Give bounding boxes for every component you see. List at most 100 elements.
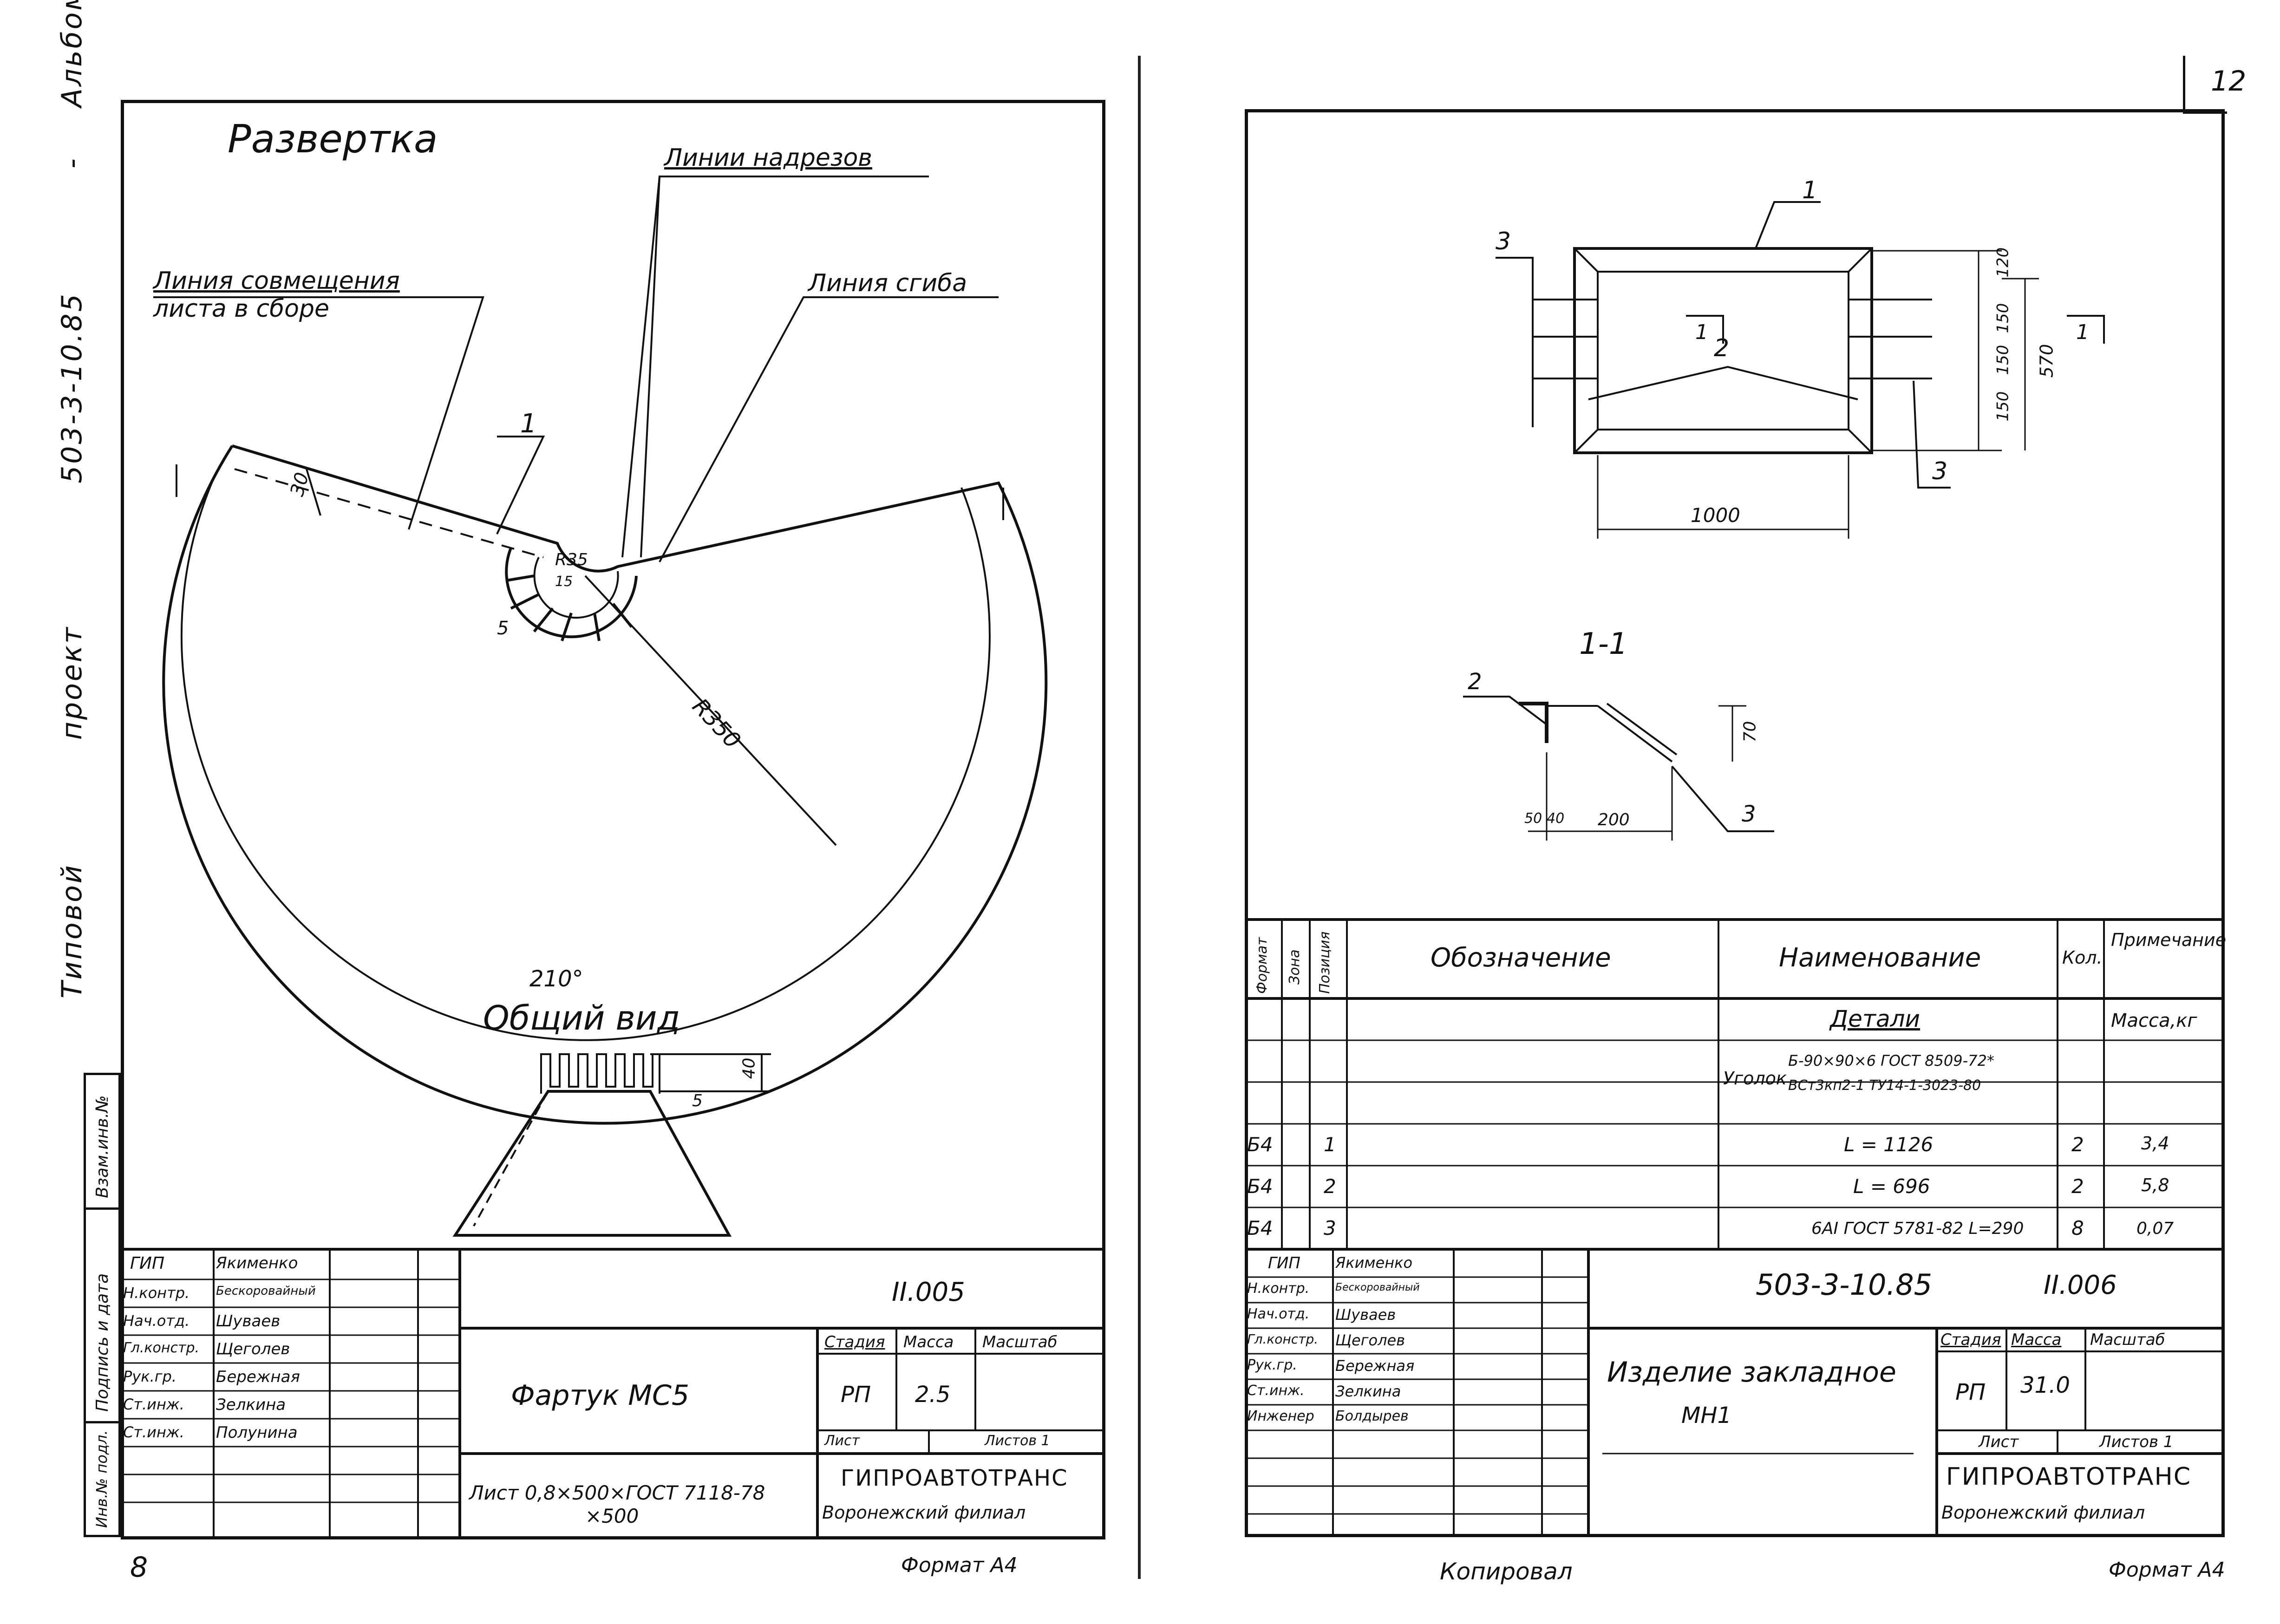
- spec-row-2-qty: 2: [2071, 1175, 2084, 1198]
- stage-header-left: Стадия: [824, 1333, 885, 1351]
- unfold-title: Развертка: [228, 116, 438, 162]
- spec-row-1-qty: 2: [2071, 1133, 2084, 1156]
- plan-pos-2: 2: [1714, 334, 1730, 362]
- r-role-chief-designer: Гл.констр.: [1247, 1331, 1319, 1347]
- page-number-box: [2183, 56, 2227, 114]
- dim-70: 70: [1740, 721, 1760, 743]
- stage-header-right: Стадия: [1940, 1331, 2001, 1349]
- spec-row-3-pos: 3: [1324, 1217, 1336, 1239]
- role-dept-head: Нач.отд.: [123, 1312, 190, 1330]
- spec-row-3-qty: 8: [2071, 1217, 2084, 1239]
- doc-code-left: II.005: [892, 1277, 965, 1307]
- copied-by: Копировал: [1440, 1558, 1573, 1585]
- r-role-dept-head: Нач.отд.: [1247, 1306, 1310, 1322]
- material-line-1: Лист 0,8×500×ГОСТ 7118-78: [469, 1481, 765, 1504]
- spec-header-note: Примечание: [2111, 930, 2227, 950]
- spec-row-1-pos: 1: [1324, 1133, 1336, 1156]
- stage-value-right: РП: [1955, 1379, 1986, 1405]
- margin-stamp-column: [84, 1073, 121, 1537]
- plan-pos-1: 1: [1802, 176, 1818, 204]
- name-shuvaev: Шуваев: [216, 1312, 281, 1331]
- dim-5: 5: [497, 618, 509, 639]
- r-name-zelkina: Зелкина: [1335, 1383, 1401, 1400]
- dim-120: 120: [1993, 247, 2012, 278]
- spec-angle-line-2: ВСт3кп2-1 ТУ14-1-3023-80: [1788, 1077, 1981, 1094]
- org-name-left: ГИПРОАВТОТРАНС: [841, 1465, 1068, 1491]
- section-title: 1-1: [1579, 627, 1628, 661]
- role-gip: ГИП: [130, 1254, 165, 1273]
- spec-row-2-note: 5,8: [2141, 1175, 2169, 1195]
- role-chief-designer: Гл.констр.: [123, 1340, 200, 1356]
- spec-row-2-name: L = 696: [1853, 1175, 1930, 1198]
- section-pos-2: 2: [1468, 669, 1482, 695]
- mass-header-right: Масса: [2011, 1331, 2062, 1349]
- spec-header-position: Позиция: [1317, 931, 1333, 994]
- spec-header-format: Формат: [1254, 937, 1270, 994]
- role-senior-engineer-1: Ст.инж.: [123, 1396, 184, 1413]
- mass-value-left: 2.5: [915, 1382, 951, 1408]
- section-mark-left: 1: [1695, 320, 1708, 344]
- plan-pos-3-top: 3: [1496, 228, 1511, 255]
- dim-1000: 1000: [1691, 504, 1740, 527]
- sheet-divider: [1138, 56, 1141, 1579]
- page-number-left: 8: [130, 1551, 148, 1584]
- label-position-1: 1: [520, 409, 537, 439]
- plan-pos-3-bottom: 3: [1932, 457, 1948, 485]
- sheet-label-left: Лист: [824, 1433, 860, 1449]
- spec-angle-line-1: Б-90×90×6 ГОСТ 8509-72*: [1788, 1052, 1994, 1070]
- spec-row-3-format: Б4: [1247, 1217, 1273, 1239]
- stage-value-left: РП: [841, 1382, 871, 1408]
- format-right: Формат А4: [2109, 1558, 2225, 1582]
- item-name-left: Фартук МС5: [511, 1379, 690, 1412]
- spec-row-1-name: L = 1126: [1844, 1133, 1934, 1156]
- item-mark-right: МН1: [1681, 1402, 1732, 1428]
- r-role-engineer: Инженер: [1247, 1408, 1314, 1424]
- spec-row-1-format: Б4: [1247, 1133, 1273, 1156]
- dim-40-sec: 40: [1547, 810, 1565, 827]
- r-role-norm-control: Н.контр.: [1247, 1280, 1310, 1297]
- label-bend-line: Линия сгиба: [808, 269, 967, 297]
- spec-row-1-note: 3,4: [2141, 1133, 2169, 1154]
- dim-r35: R35: [555, 550, 588, 569]
- spec-section-details: Детали: [1830, 1005, 1921, 1032]
- mass-value-right: 31.0: [2020, 1372, 2070, 1398]
- section-pos-3: 3: [1742, 801, 1756, 827]
- spec-row-3-name: 6АI ГОСТ 5781-82 L=290: [1811, 1219, 2024, 1238]
- name-berezhnaya: Бережная: [216, 1368, 300, 1386]
- spec-angle-prefix: Уголок: [1723, 1068, 1787, 1089]
- sheets-label-left: Листов 1: [985, 1433, 1050, 1449]
- r-name-berezhnaya: Бережная: [1335, 1357, 1415, 1375]
- r-role-senior-engineer: Ст.инж.: [1247, 1383, 1305, 1399]
- r-name-boldyrev: Болдырев: [1335, 1408, 1409, 1424]
- role-group-lead: Рук.гр.: [123, 1368, 177, 1385]
- dim-150-a: 150: [1993, 303, 2012, 333]
- page-number-right: 12: [2211, 65, 2247, 98]
- branch-name-left: Воронежский филиал: [822, 1502, 1026, 1523]
- sheets-label-right: Листов 1: [2099, 1433, 2174, 1451]
- r-name-shuvaev: Шуваев: [1335, 1306, 1396, 1324]
- spec-row-2-format: Б4: [1247, 1175, 1273, 1198]
- project-code-right: 503-3-10.85: [1756, 1268, 1933, 1302]
- org-name-right: ГИПРОАВТОТРАНС: [1946, 1463, 2192, 1491]
- material-line-2: ×500: [585, 1505, 639, 1527]
- spec-row-3-note: 0,07: [2136, 1219, 2174, 1238]
- dim-570: 570: [2036, 344, 2057, 378]
- dim-5b: 5: [692, 1091, 703, 1110]
- name-zelkina: Зелкина: [216, 1396, 286, 1414]
- dim-200: 200: [1598, 810, 1630, 829]
- doc-code-right: II.006: [2044, 1270, 2117, 1300]
- name-beskorovainy: Бескоровайный: [216, 1284, 316, 1298]
- item-name-right: Изделие закладное: [1607, 1356, 1896, 1389]
- left-sheet-frame: [121, 100, 1105, 1539]
- dim-15: 15: [555, 574, 573, 590]
- spec-header-qty: Кол.: [2062, 947, 2103, 968]
- section-mark-right: 1: [2076, 320, 2089, 344]
- r-role-gip: ГИП: [1268, 1254, 1300, 1272]
- format-left: Формат А4: [901, 1553, 1018, 1577]
- r-name-beskorovainy: Бескоровайный: [1335, 1282, 1420, 1293]
- name-polunina: Полунина: [216, 1423, 298, 1442]
- role-senior-engineer-2: Ст.инж.: [123, 1423, 184, 1441]
- spec-header-designation: Обозначение: [1431, 943, 1611, 973]
- name-shchegolev: Щеголев: [216, 1340, 290, 1358]
